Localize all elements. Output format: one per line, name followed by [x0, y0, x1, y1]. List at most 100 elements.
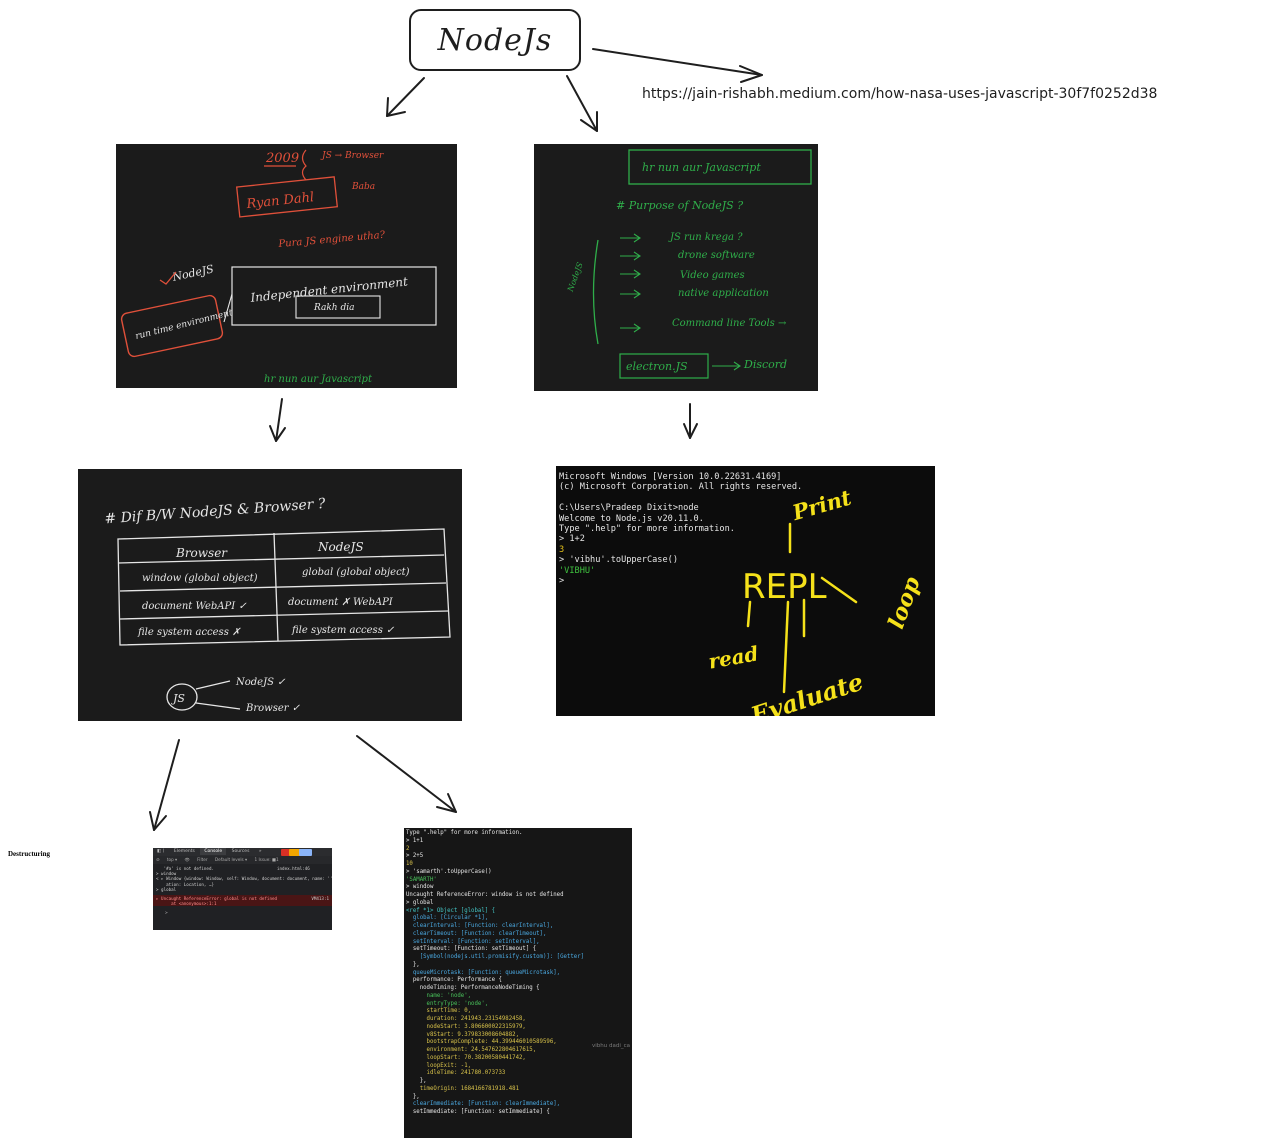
repl-prompt: >: [559, 576, 565, 587]
purpose-top-text: hr nun aur Javascript: [642, 161, 761, 174]
diff-header-browser: Browser: [175, 546, 228, 560]
global-terminal-line: },: [406, 961, 420, 968]
root-node-nodejs[interactable]: NodeJs: [409, 9, 581, 71]
devtools-tab-sources[interactable]: Sources: [231, 849, 250, 854]
annotation-repl: REPL: [742, 567, 827, 607]
global-terminal-line: environment: 24.547622804617615,: [406, 1047, 537, 1053]
repl-terminal-image: Microsoft Windows [Version 10.0.22631.41…: [556, 466, 935, 716]
devtools-console-line: < ▸ Window {window: Window, self: Window…: [156, 876, 332, 882]
diff-header-nodejs: NodeJS: [317, 540, 364, 554]
issues-button[interactable]: 1 Issue: ■1: [254, 857, 279, 862]
global-terminal-line: entryType: 'node',: [406, 1000, 489, 1007]
global-terminal-line: <ref *1> Object [global] {: [406, 907, 496, 914]
devtools-tab-inspect[interactable]: ◧ ⟨: [157, 849, 165, 854]
devtools-tab-console[interactable]: Console: [200, 848, 227, 855]
context-select[interactable]: top ▾: [166, 857, 178, 862]
annotation-read: read: [707, 641, 761, 673]
global-terminal-line: duration: 241943.23154982458,: [406, 1016, 526, 1022]
diff-js-target-node: NodeJS ✓: [235, 677, 286, 688]
diff-row1-browser: window (global object): [142, 573, 258, 584]
devtools-tab-elements[interactable]: Elements: [173, 849, 195, 854]
warning-badge-icon: [289, 849, 302, 856]
global-terminal-line: Type ".help" for more information.: [406, 830, 523, 836]
global-terminal-line: [Symbol(nodejs.util.promisify.custom)]: …: [406, 954, 585, 960]
repl-line: Welcome to Node.js v20.11.0.: [559, 513, 704, 524]
purpose-item-3: Video games: [680, 270, 745, 281]
diff-row2-browser: document WebAPI ✓: [142, 601, 247, 612]
global-terminal-line: idleTime: 241780.073733: [406, 1070, 506, 1077]
purpose-item-1: JS run krega ?: [668, 232, 743, 243]
devtools-console-prompt[interactable]: >: [165, 911, 168, 916]
devtools-console-line: > window: [156, 871, 177, 877]
arrowhead-to-link: [739, 65, 763, 83]
global-terminal-line: setImmediate: [Function: setImmediate] {: [406, 1109, 550, 1115]
history-notes-drawing: 2009 JS → Browser Ryan Dahl Baba Pura JS…: [120, 149, 437, 385]
global-terminal-line: loopExit: -1,: [406, 1062, 472, 1069]
diff-js-text: JS: [171, 692, 185, 705]
diff-title-text: # Dif B/W NodeJS & Browser ?: [104, 496, 326, 527]
levels-select[interactable]: Default levels ▾: [214, 857, 248, 862]
arrowhead-to-repl: [683, 423, 698, 439]
global-terminal-line: queueMicrotask: [Function: queueMicrotas…: [406, 969, 561, 976]
repl-terminal-lines: Microsoft Windows [Version 10.0.22631.41…: [559, 472, 802, 544]
purpose-side-text: NodeJS: [566, 261, 585, 294]
rakh-dia-text: Rakh dia: [313, 303, 354, 313]
repl-line: > 1+2: [559, 534, 585, 545]
arrowhead-to-purpose: [580, 111, 598, 132]
nodejs-text: NodeJS: [170, 262, 215, 284]
independent-env-text: Independent environment: [249, 274, 409, 305]
diff-row2-node: document ✗ WebAPI: [288, 597, 394, 608]
repl-terminal-text: Microsoft Windows [Version 10.0.22631.41…: [559, 472, 802, 586]
annotation-loop: loop: [883, 573, 926, 632]
global-terminal-line: > 2+5: [406, 853, 424, 860]
repl-annotations: Print REPL read Evaluate loop: [707, 485, 926, 716]
electron-text: electron.JS: [626, 360, 688, 373]
arrowhead-to-global: [436, 793, 457, 813]
repl-result-1: 3: [559, 544, 565, 555]
filter-input[interactable]: Filter: [197, 857, 208, 862]
global-terminal-line: global: [Circular *1],: [406, 915, 489, 922]
arrow-to-global: [356, 735, 457, 813]
purpose-notes-image: hr nun aur Javascript # Purpose of NodeJ…: [534, 144, 818, 391]
global-terminal-line: 10: [406, 861, 413, 867]
clear-console-icon[interactable]: ⊘: [156, 857, 160, 862]
global-terminal-line: clearImmediate: [Function: clearImmediat…: [406, 1101, 561, 1108]
root-node-title: NodeJs: [437, 22, 553, 58]
global-terminal-line: setInterval: [Function: setInterval],: [406, 938, 540, 945]
medium-article-link[interactable]: https://jain-rishabh.medium.com/how-nasa…: [642, 86, 1158, 102]
global-terminal-line: v8Start: 9.379833008604882,: [406, 1031, 519, 1038]
arrowhead-to-diff: [269, 425, 286, 442]
repl-line: Type ".help" for more information.: [559, 524, 735, 535]
destructuring-label: Destructuring: [8, 850, 50, 858]
repl-line: Microsoft Windows [Version 10.0.22631.41…: [559, 472, 782, 482]
arrowhead-to-devtools: [149, 811, 167, 831]
history-notes-image: 2009 JS → Browser Ryan Dahl Baba Pura JS…: [116, 144, 457, 388]
repl-line: C:\Users\Pradeep Dixit>node: [559, 503, 699, 514]
global-terminal-line: nodeTiming: PerformanceNodeTiming {: [406, 985, 540, 991]
devtools-error-text: ▸ Uncaught ReferenceError: global is not…: [156, 896, 278, 906]
arrow-to-history: [386, 77, 425, 117]
devtools-tab-more[interactable]: »: [258, 849, 262, 854]
global-terminal-line: 'SAMARTH': [406, 876, 437, 883]
global-terminal-line: > window: [406, 884, 434, 891]
purpose-item-5: Command line Tools →: [672, 318, 787, 329]
arrow-to-purpose: [566, 75, 598, 132]
arrowhead-to-history: [386, 97, 406, 117]
global-terminal-line: Uncaught ReferenceError: window is not d…: [406, 892, 564, 898]
live-expression-icon[interactable]: 👁: [184, 857, 190, 862]
global-terminal-line: bootstrapComplete: 44.399446010589596,: [406, 1039, 557, 1046]
repl-command-2: > 'vibhu'.toUpperCase(): [559, 555, 678, 566]
discord-text: Discord: [743, 358, 787, 371]
diff-js-target-browser: Browser ✓: [245, 703, 301, 714]
devtools-error-source[interactable]: VM413:1: [311, 896, 329, 901]
annotation-print: Print: [789, 485, 855, 526]
global-terminal-line: timeOrigin: 1684166781918.481: [406, 1085, 519, 1092]
global-terminal-line: clearTimeout: [Function: clearTimeout],: [406, 930, 547, 937]
global-terminal-line: > global: [406, 899, 434, 906]
devtools-toolbar: ⊘ top ▾ 👁 Filter Default levels ▾ 1 Issu…: [153, 856, 332, 864]
devtools-tabs: ◧ ⟨ Elements Console Sources »: [153, 848, 332, 856]
arrow-to-link: [592, 48, 763, 76]
settings-icon[interactable]: [299, 849, 312, 856]
global-terminal-line: > 1+1: [406, 837, 424, 844]
